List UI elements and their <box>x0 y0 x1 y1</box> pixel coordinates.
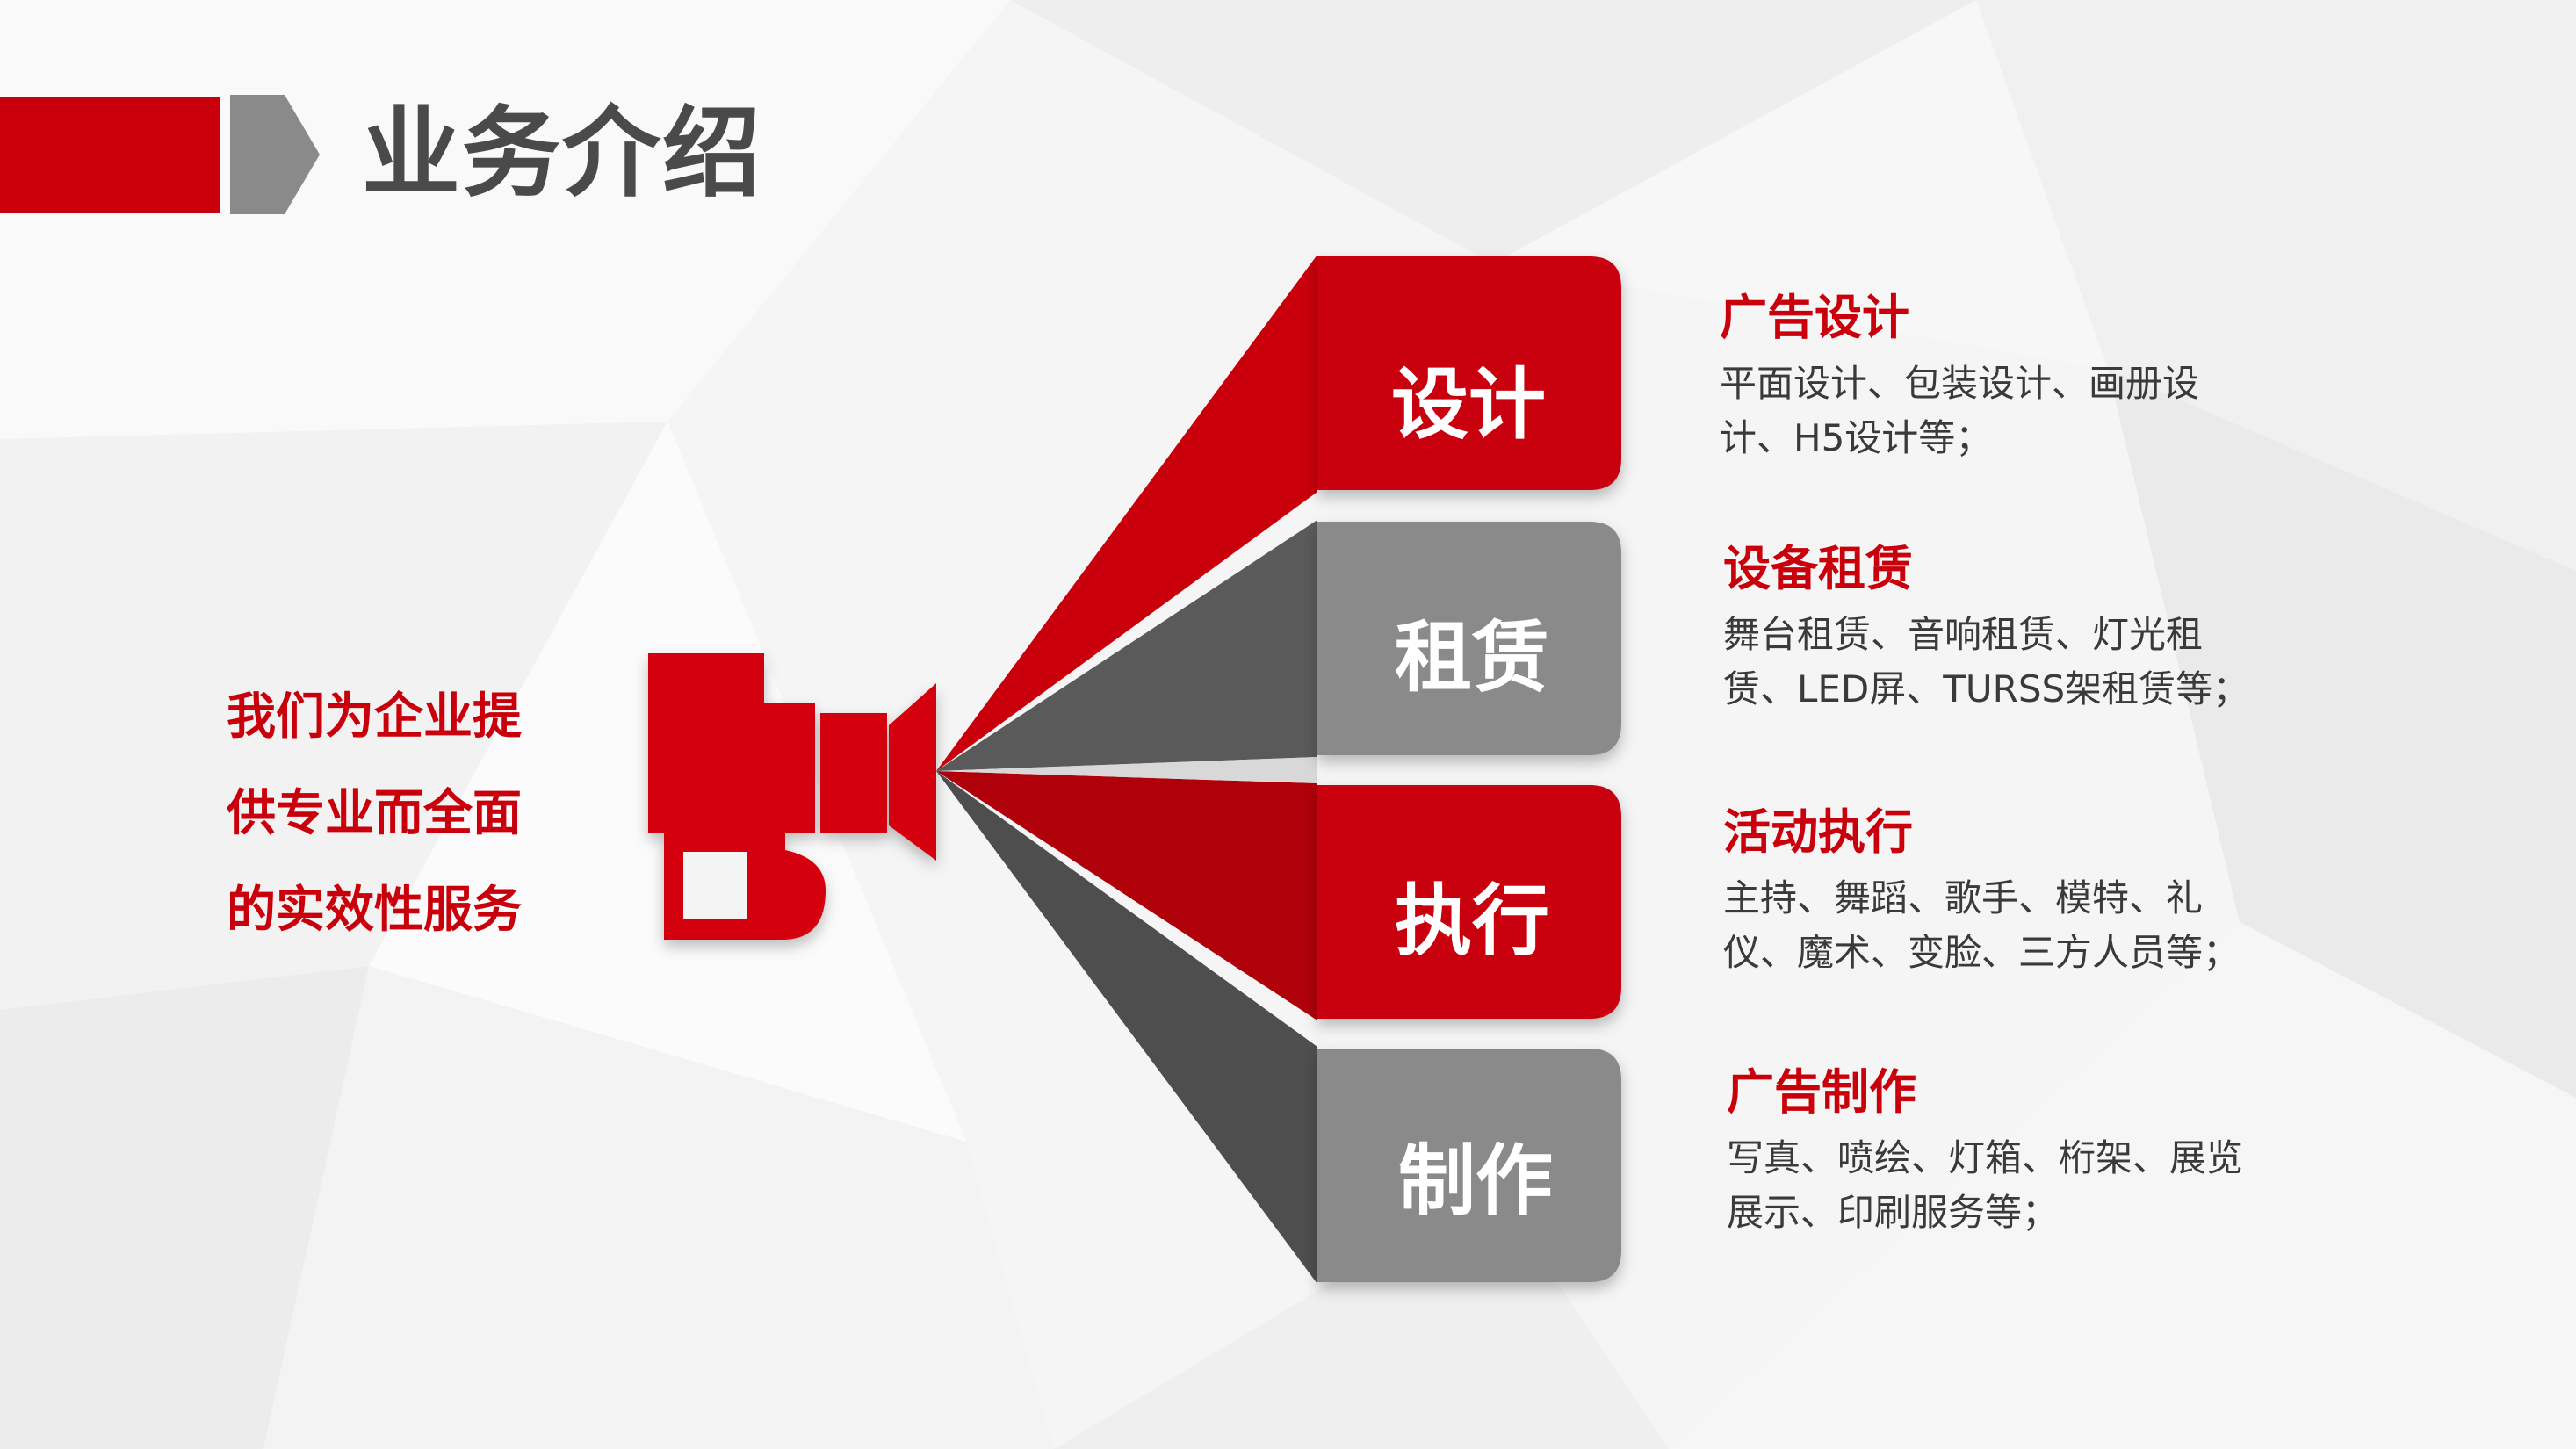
slogan-line: 供专业而全面 <box>227 785 522 842</box>
tab-execution <box>1317 785 1621 1019</box>
item-title: 广告制作 <box>1727 1064 1916 1120</box>
tab-rental-label: 租赁 <box>1394 612 1549 703</box>
header-arrow-icon <box>230 95 320 214</box>
item-desc: 主持、舞蹈、歌手、模特、礼仪、魔术、变脸、三方人员等； <box>1723 876 2240 974</box>
item-production: 广告制作 写真、喷绘、灯箱、桁架、展览展示、印刷服务等； <box>1727 1061 2271 1240</box>
camera-icon <box>648 653 936 940</box>
slogan-line: 的实效性服务 <box>227 882 522 939</box>
slogan: 我们为企业提 供专业而全面 的实效性服务 <box>227 669 595 959</box>
item-desc: 舞台租赁、音响租赁、灯光租赁、LED屏、TURSS架租赁等； <box>1723 613 2250 710</box>
fan-wedge-production <box>936 771 1317 1284</box>
tab-design-label: 设计 <box>1390 359 1546 450</box>
tab-production-label: 制作 <box>1397 1135 1553 1226</box>
item-rental: 设备租赁 舞台租赁、音响租赁、灯光租赁、LED屏、TURSS架租赁等； <box>1723 537 2268 717</box>
item-title: 设备租赁 <box>1723 541 1913 596</box>
tab-production <box>1317 1049 1621 1282</box>
item-design: 广告设计 平面设计、包装设计、画册设计、H5设计等； <box>1720 286 2264 465</box>
tab-rental <box>1317 522 1621 755</box>
fan-wedge-execution <box>936 771 1317 1020</box>
tab-execution-label: 执行 <box>1394 876 1549 966</box>
item-title: 活动执行 <box>1723 804 1913 860</box>
page-title: 业务介绍 <box>362 97 762 211</box>
header-bar <box>0 97 220 213</box>
fan-wedge-rental <box>936 520 1317 771</box>
item-desc: 写真、喷绘、灯箱、桁架、展览展示、印刷服务等； <box>1727 1136 2244 1234</box>
item-desc: 平面设计、包装设计、画册设计、H5设计等； <box>1720 362 2200 459</box>
item-execution: 活动执行 主持、舞蹈、歌手、模特、礼仪、魔术、变脸、三方人员等； <box>1723 801 2268 980</box>
fan-wedge-design <box>936 255 1317 771</box>
tab-design <box>1317 256 1621 490</box>
item-title: 广告设计 <box>1720 290 1909 345</box>
slogan-line: 我们为企业提 <box>227 688 522 746</box>
